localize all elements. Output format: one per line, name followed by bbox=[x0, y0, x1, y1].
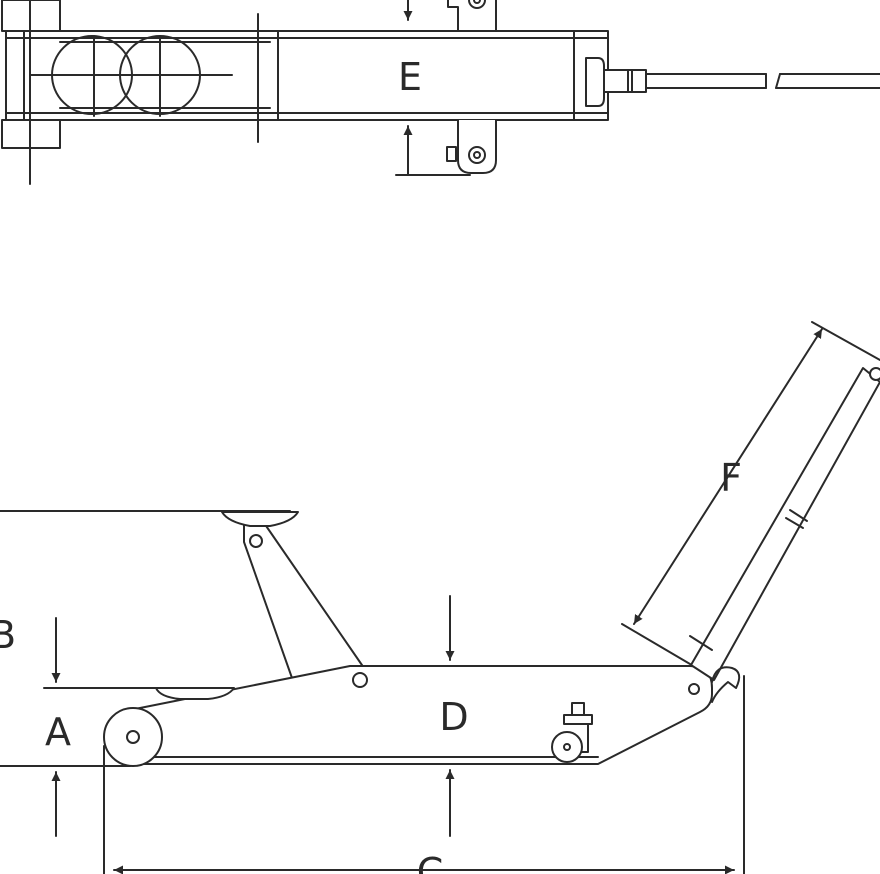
label-b: B bbox=[0, 613, 16, 657]
rear-caster bbox=[551, 702, 593, 763]
jack-handle bbox=[689, 367, 880, 703]
label-e: E bbox=[398, 55, 422, 99]
label-a: A bbox=[45, 710, 71, 754]
label-f: F bbox=[720, 456, 742, 500]
label-c: C bbox=[417, 850, 444, 874]
top-view bbox=[1, 0, 880, 185]
saddle-raised bbox=[221, 511, 299, 527]
saddle-lowered bbox=[155, 687, 235, 700]
side-view bbox=[0, 321, 880, 874]
label-d: D bbox=[439, 695, 468, 739]
jack-body bbox=[129, 665, 713, 765]
front-wheel bbox=[103, 707, 163, 767]
